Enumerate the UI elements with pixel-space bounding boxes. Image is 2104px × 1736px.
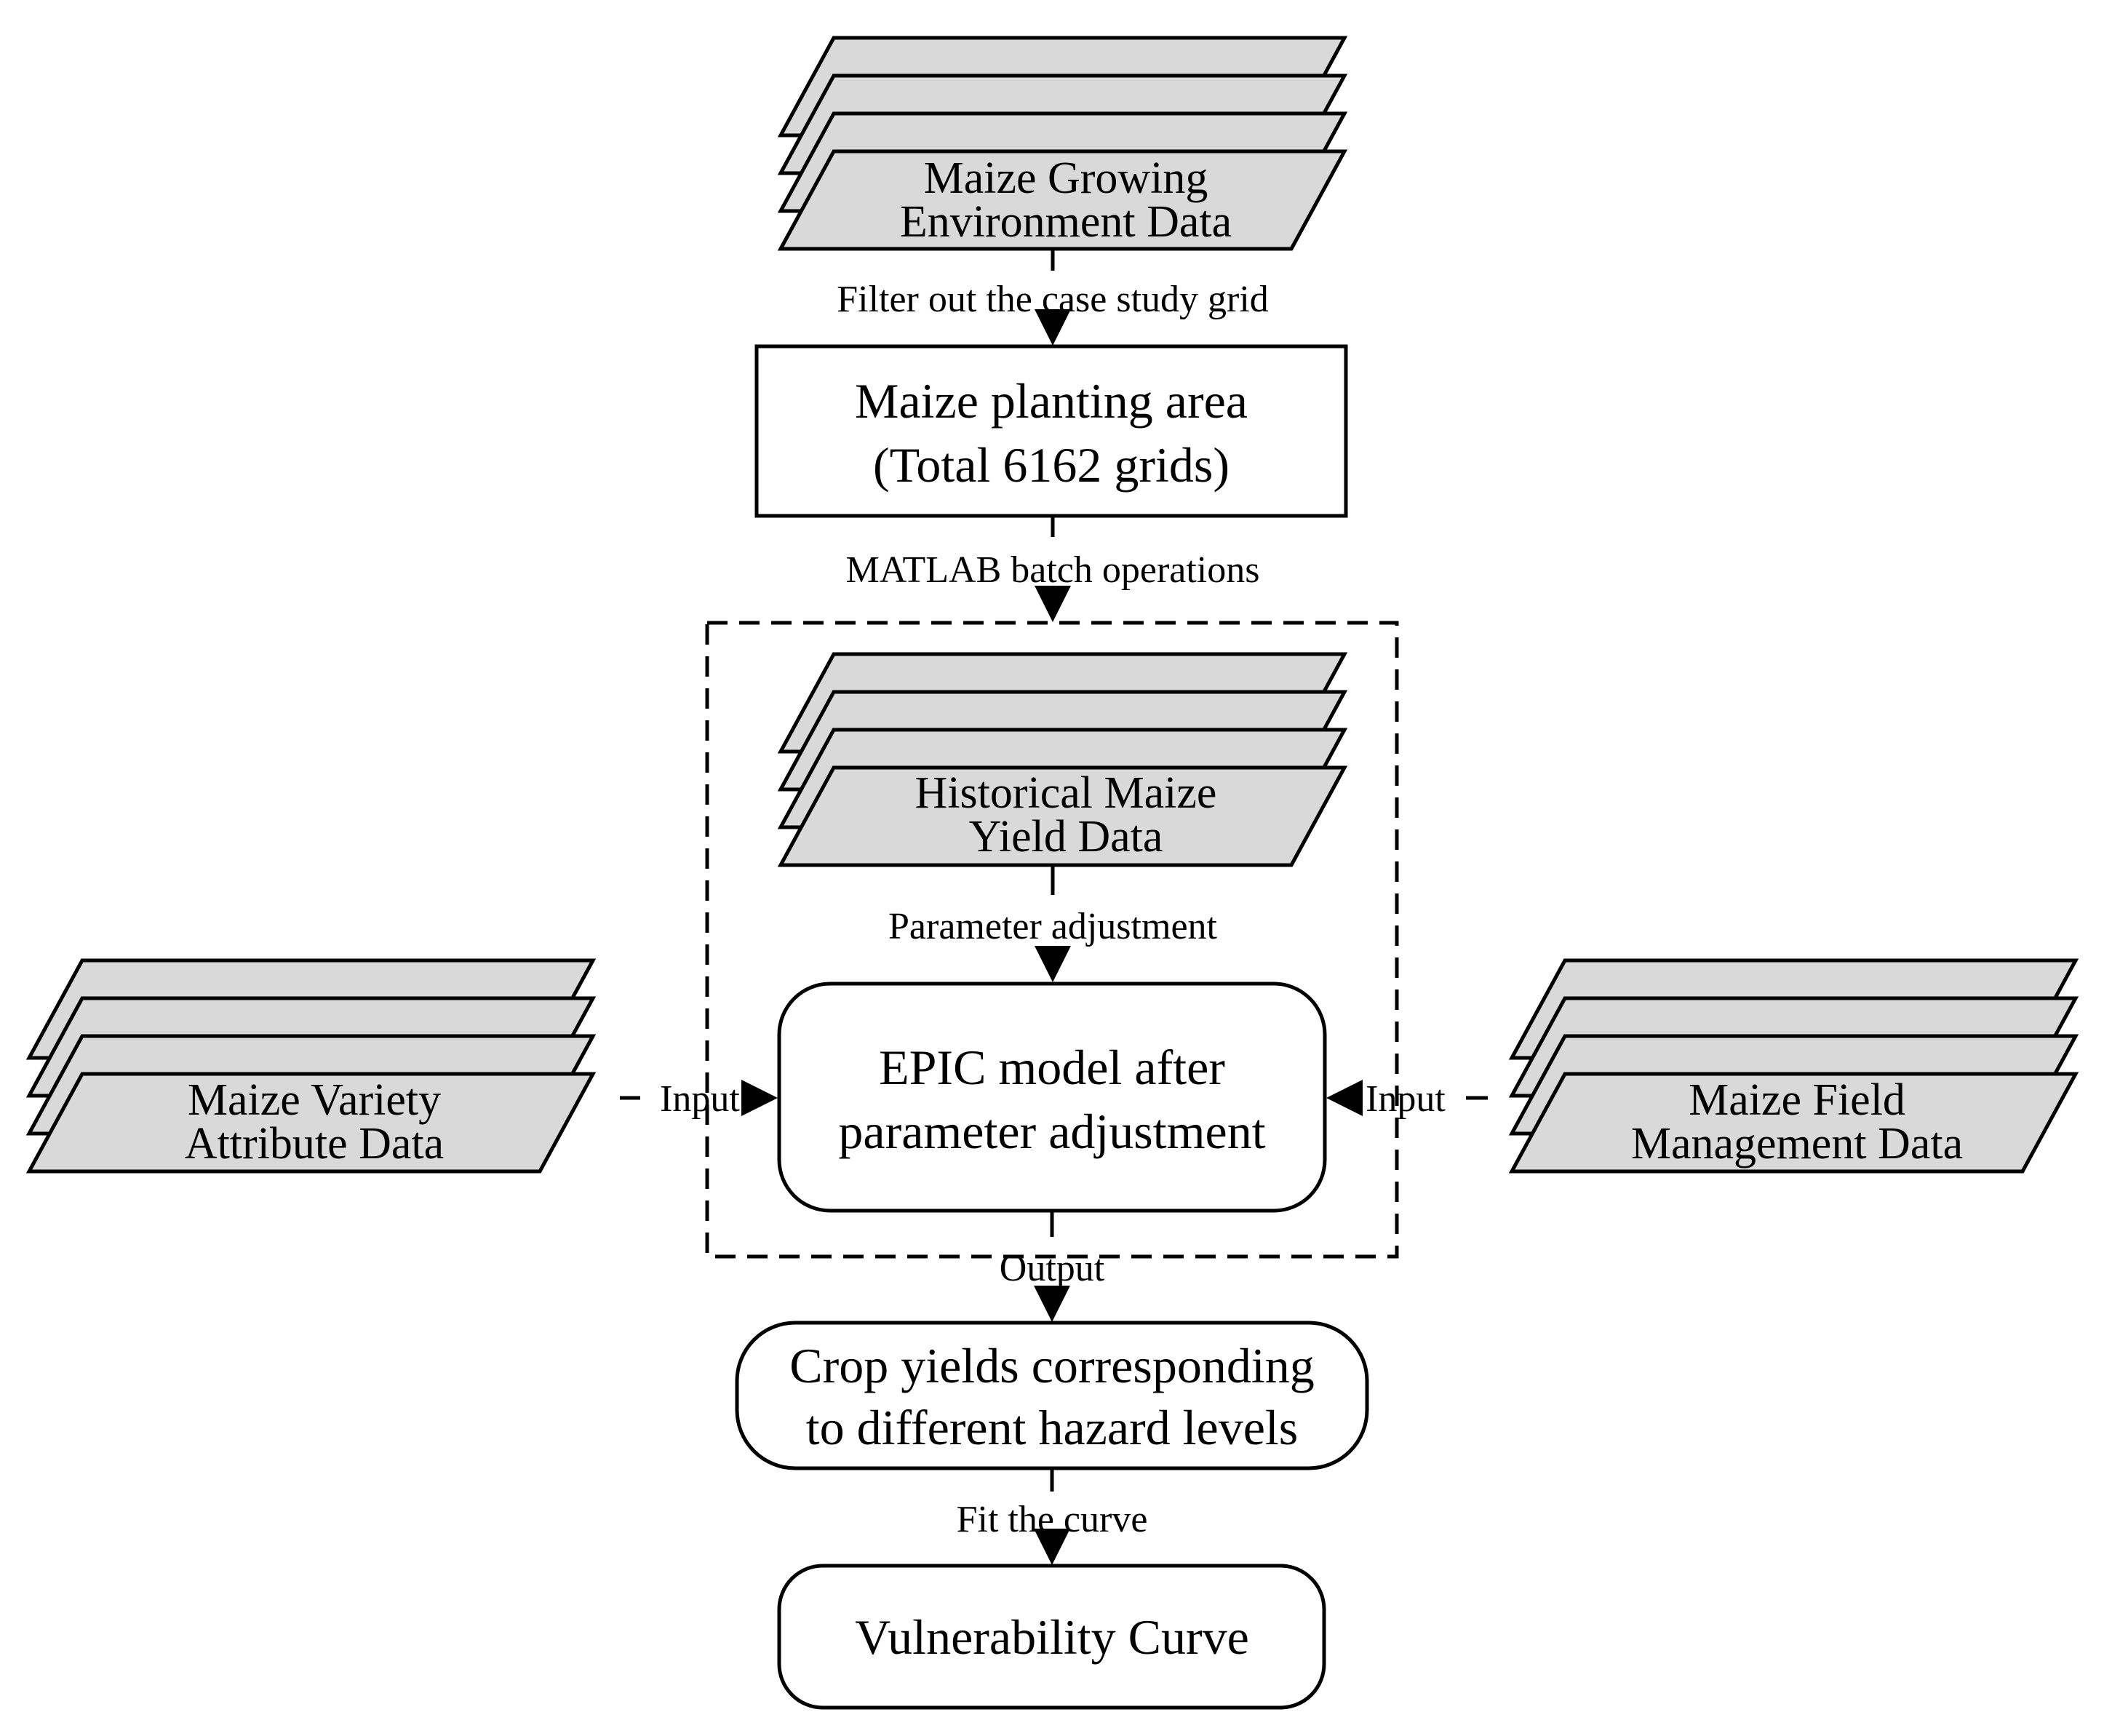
variety-line-2: Attribute Data xyxy=(185,1119,444,1168)
stack-sheets xyxy=(777,652,1348,867)
variety-data-stack: Maize Variety Attribute Data xyxy=(25,958,597,1174)
edge-matlab-label: MATLAB batch operations xyxy=(845,549,1259,591)
vulnerability-curve-box: Vulnerability Curve xyxy=(777,1564,1326,1710)
crop-yields-box: Crop yields corresponding to different h… xyxy=(735,1321,1369,1470)
stack-sheets xyxy=(25,958,597,1174)
epic-model-line-2: parameter adjustment xyxy=(838,1104,1265,1159)
planting-area-line-1: Maize planting area xyxy=(855,373,1248,429)
growing-env-line-2: Environment Data xyxy=(900,197,1232,247)
crop-yields-line-2: to different hazard levels xyxy=(806,1400,1299,1455)
edge-param-adjust: Parameter adjustment xyxy=(888,866,1218,982)
data-sheet-4 xyxy=(777,765,1348,867)
planting-area-line-2: (Total 6162 grids) xyxy=(873,437,1230,493)
stack-sheets xyxy=(777,36,1348,251)
edge-fit-label: Fit the curve xyxy=(957,1499,1148,1540)
planting-area-rect xyxy=(754,344,1348,518)
data-sheet-4 xyxy=(25,1072,597,1174)
planting-area-box: Maize planting area (Total 6162 grids) xyxy=(754,344,1348,518)
epic-model-box: EPIC model after parameter adjustment xyxy=(777,982,1327,1213)
edge-filter-label: Filter out the case study grid xyxy=(837,279,1269,320)
data-sheet-4 xyxy=(1508,1072,2079,1174)
data-sheet-4 xyxy=(777,149,1348,251)
field-mgmt-data-stack: Maize Field Management Data xyxy=(1508,958,2079,1174)
historical-yield-line-1: Historical Maize xyxy=(915,768,1217,818)
historical-yield-line-2: Yield Data xyxy=(969,812,1163,861)
field-mgmt-line-1: Maize Field xyxy=(1689,1075,1905,1125)
crop-yields-line-1: Crop yields corresponding xyxy=(789,1338,1314,1393)
historical-yield-data-stack: Historical Maize Yield Data xyxy=(777,652,1348,867)
variety-line-1: Maize Variety xyxy=(188,1075,441,1125)
field-mgmt-line-2: Management Data xyxy=(1631,1119,1963,1168)
edge-matlab: MATLAB batch operations xyxy=(845,516,1260,622)
edge-param-label: Parameter adjustment xyxy=(888,906,1218,947)
edge-input-right: Input xyxy=(1326,1078,1488,1120)
edge-fit: Fit the curve xyxy=(957,1468,1148,1565)
vulnerability-curve-rect xyxy=(777,1564,1326,1710)
stack-sheets xyxy=(1508,958,2079,1174)
edge-output: Output xyxy=(1000,1211,1105,1322)
edge-input-left: Input xyxy=(620,1078,778,1120)
epic-model-rect xyxy=(777,982,1327,1213)
growing-env-line-1: Maize Growing xyxy=(924,154,1208,203)
growing-env-data-stack: Maize Growing Environment Data xyxy=(777,36,1348,251)
edge-output-label: Output xyxy=(1000,1248,1105,1289)
edge-filter: Filter out the case study grid xyxy=(837,250,1269,346)
edge-input-right-label: Input xyxy=(1366,1078,1446,1120)
epic-model-line-1: EPIC model after xyxy=(879,1040,1225,1095)
edge-input-left-label: Input xyxy=(660,1078,740,1120)
epic-dashed-container xyxy=(705,621,1399,1259)
vulnerability-curve-label: Vulnerability Curve xyxy=(855,1609,1249,1665)
